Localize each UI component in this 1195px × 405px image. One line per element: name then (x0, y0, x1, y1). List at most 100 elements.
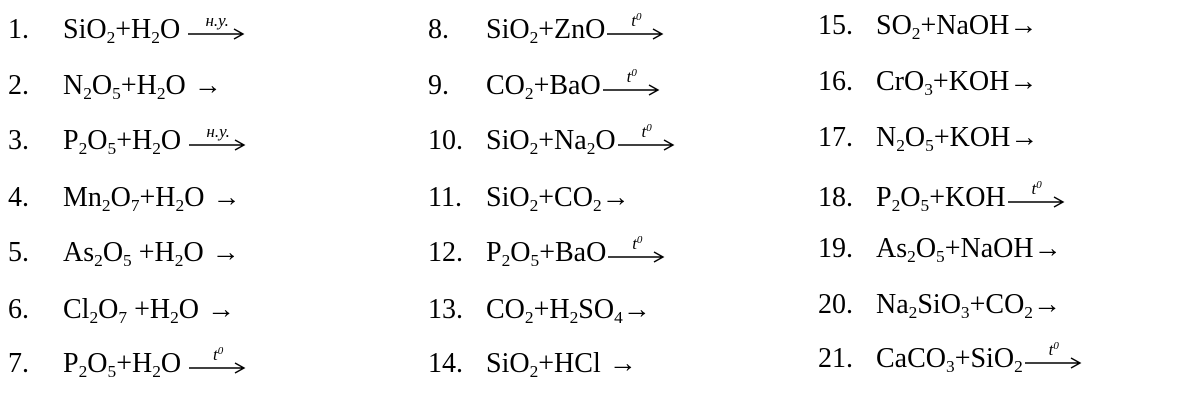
equation-number: 11. (428, 182, 462, 213)
formula-text: +NaOH (920, 10, 1010, 41)
equation-number: 14. (428, 348, 463, 379)
formula-text: P (63, 348, 79, 379)
formula-text: O (159, 14, 181, 45)
condition-text: t (213, 345, 218, 364)
reactants-formula: CrO3+KOH (876, 66, 1010, 99)
subscript: 2 (1024, 302, 1033, 322)
formula-text: +SiO (954, 343, 1015, 374)
formula-text: +BaO (539, 237, 607, 268)
formula-text: +H (127, 294, 171, 325)
formula-text: As (63, 237, 95, 268)
condition-superscript: 0 (646, 122, 652, 134)
equation-16: 16.CrO3+KOH→ (818, 66, 1038, 99)
formula-text: SiO (486, 348, 530, 379)
reactants-formula: CO2+H2SO4 (486, 294, 623, 327)
subscript: 2 (156, 83, 166, 103)
formula-text: O (160, 125, 182, 156)
equation-number: 2. (8, 70, 29, 101)
arrow-shape (188, 28, 245, 40)
reactants-formula: Cl2O7 +H2O (63, 294, 200, 327)
arrow-shape (602, 84, 660, 96)
subscript: 5 (530, 250, 540, 270)
formula-text: SiO (486, 14, 530, 45)
subscript: 2 (78, 138, 88, 158)
reactants-formula: As2O5+NaOH (876, 233, 1034, 266)
subscript: 2 (529, 361, 539, 381)
reactants-formula: SiO2+HCl (486, 348, 601, 381)
formula-text: +KOH (933, 122, 1011, 153)
formula-text: +HCl (538, 348, 601, 379)
equation-number: 17. (818, 122, 853, 153)
formula-text: N (63, 70, 84, 101)
reaction-arrow-icon: → (1009, 66, 1038, 97)
formula-text: +CO (538, 182, 593, 213)
formula-text: +Na (538, 125, 587, 156)
equation-number: 1. (8, 14, 29, 45)
arrow-shape (617, 139, 675, 151)
equation-1: 1. SiO2+H2O н.у. (8, 12, 246, 47)
subscript: 2 (529, 195, 539, 215)
reaction-arrow-icon: → (601, 182, 630, 213)
conditional-arrow-icon: t0 (617, 123, 676, 155)
subscript: 2 (908, 302, 918, 322)
subscript: 5 (920, 195, 930, 215)
equation-17: 17.N2O5+KOH→ (818, 122, 1038, 155)
subscript: 2 (1014, 356, 1023, 376)
reactants-formula: SiO2+CO2 (486, 182, 602, 215)
equation-5: 5.As2O5 +H2O→ (8, 237, 240, 270)
equation-number: 20. (818, 289, 853, 320)
reaction-arrow-icon: → (212, 182, 241, 213)
condition-text: н.у. (205, 11, 229, 30)
reactants-formula: N2O5+H2O (63, 70, 186, 103)
condition-superscript: 0 (636, 234, 643, 246)
formula-text: +H (120, 70, 157, 101)
condition-text: t (632, 234, 637, 253)
reaction-condition: н.у. (189, 123, 247, 140)
conditional-arrow-icon: t0 (189, 346, 247, 378)
equation-number: 3. (8, 125, 29, 156)
condition-superscript: 0 (217, 345, 224, 357)
equation-20: 20.Na2SiO3+CO2→ (818, 289, 1061, 322)
subscript: 7 (130, 195, 140, 215)
formula-text: O (183, 237, 204, 268)
formula-text: +KOH (932, 66, 1010, 97)
reactants-formula: Mn2O7+H2O (63, 182, 205, 215)
reaction-condition: t0 (603, 68, 661, 86)
formula-text: O (160, 348, 182, 379)
condition-superscript: 0 (1053, 340, 1059, 352)
formula-text: P (876, 182, 892, 213)
equation-number: 13. (428, 294, 463, 325)
reaction-condition: н.у. (188, 12, 246, 29)
condition-text: t (1048, 340, 1054, 359)
subscript: 2 (592, 195, 602, 215)
reactants-formula: SO2+NaOH (876, 10, 1010, 43)
formula-text: O (178, 294, 200, 325)
formula-text: SiO (917, 289, 961, 320)
reactants-formula: SiO2+H2O (63, 14, 181, 47)
reactants-formula: P2O5+KOH (876, 182, 1006, 215)
subscript: 2 (89, 307, 99, 327)
formula-text: O (915, 233, 937, 264)
formula-text: SiO (486, 182, 530, 213)
equation-13: 13.CO2+H2SO4→ (428, 294, 651, 327)
condition-text: t (641, 122, 647, 141)
reaction-arrow-icon: → (1032, 289, 1061, 320)
subscript: 2 (175, 195, 185, 215)
reaction-arrow-icon: → (1009, 10, 1038, 41)
formula-text: O (510, 237, 531, 268)
subscript: 2 (170, 307, 179, 327)
equation-number: 4. (8, 182, 29, 213)
subscript: 7 (118, 307, 128, 327)
equation-14: 14.SiO2+HCl→ (428, 348, 637, 381)
formula-text: O (595, 125, 616, 156)
formula-text: SO (578, 294, 615, 325)
formula-text: O (184, 182, 205, 213)
subscript: 2 (152, 138, 161, 158)
arrow-shape (189, 362, 246, 374)
formula-text: +BaO (533, 70, 601, 101)
